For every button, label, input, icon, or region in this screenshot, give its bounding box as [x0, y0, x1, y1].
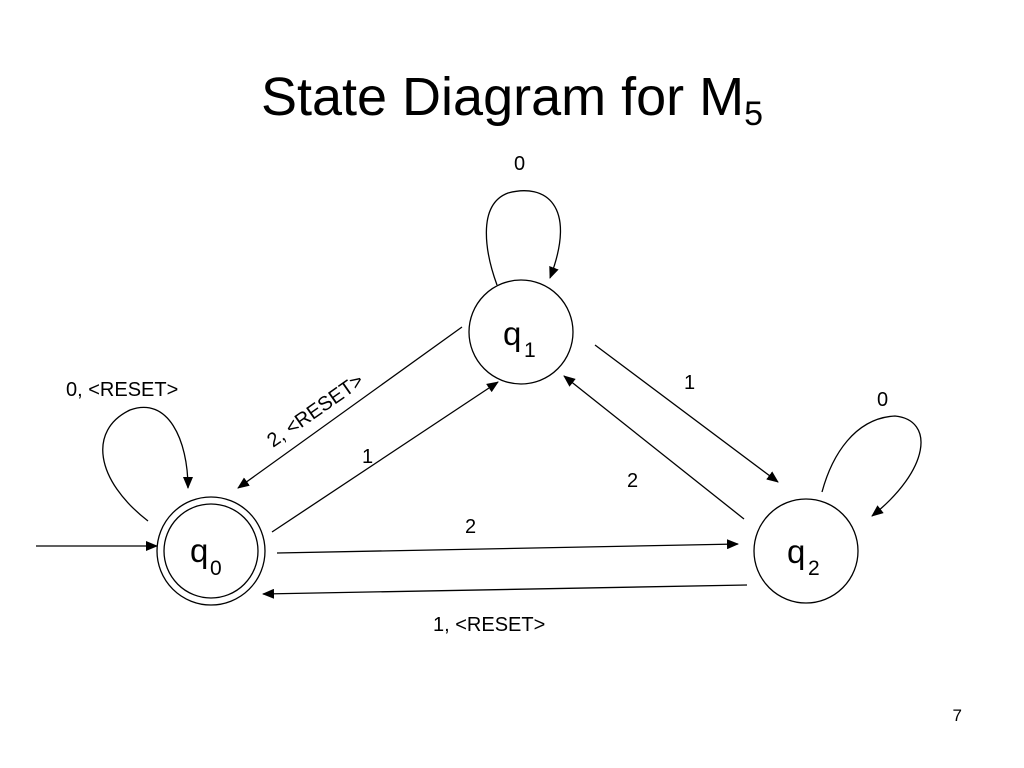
state-q1-index: 1 [524, 339, 536, 362]
loop-q0 [102, 406, 193, 522]
state-q2-name: q [787, 533, 805, 570]
label-q2-q0: 1, <RESET> [433, 614, 545, 636]
state-q1: q 1 [468, 279, 574, 385]
state-q0-index: 0 [210, 557, 222, 580]
state-q0-outer-ring [156, 496, 266, 606]
title-subscript: 5 [744, 95, 764, 133]
edge-q0-q2 [276, 539, 739, 554]
loop-q2 [821, 415, 922, 517]
slide-title: State Diagram for M5 [0, 62, 1024, 132]
state-q2: q 2 [753, 498, 859, 604]
state-q2-index: 2 [808, 557, 820, 580]
label-q1-q2: 1 [684, 372, 695, 394]
title-text: State Diagram for M [260, 67, 745, 127]
edge-q0-q1 [271, 381, 499, 533]
state-q0: q 0 [156, 496, 266, 606]
state-q1-circle [468, 279, 574, 385]
loop-q1 [485, 190, 561, 286]
label-loop-q1: 0 [514, 153, 525, 175]
state-q0-inner-ring [163, 503, 259, 599]
label-loop-q2: 0 [877, 389, 888, 411]
edge-q1-q0 [237, 326, 463, 489]
state-q2-circle [753, 498, 859, 604]
label-q1-q0: 2, <RESET> [263, 370, 368, 452]
label-q0-q1: 1 [362, 446, 373, 468]
edge-q1-q2 [594, 344, 779, 483]
edge-q2-q1 [563, 375, 745, 520]
page-number: 7 [952, 706, 962, 725]
edge-q2-q0 [262, 584, 748, 599]
label-q0-q2: 2 [465, 516, 476, 538]
label-q2-q1: 2 [627, 470, 638, 492]
state-q0-name: q [190, 532, 208, 569]
state-q1-name: q [503, 315, 521, 352]
label-loop-q0: 0, <RESET> [66, 379, 178, 401]
